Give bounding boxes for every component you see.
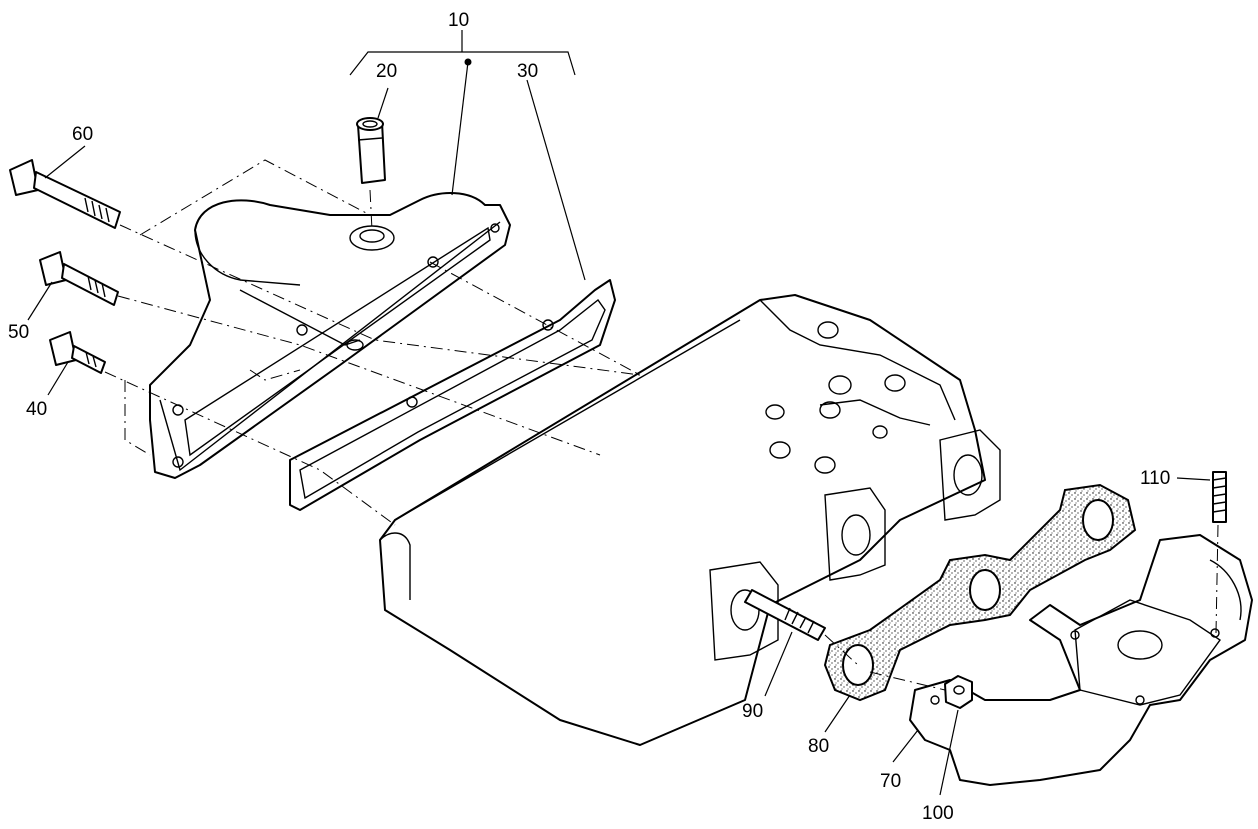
exhaust-manifold [909, 534, 1253, 786]
nut [944, 675, 973, 709]
leader-lines [27, 30, 1211, 796]
callout-90: 90 [742, 701, 763, 722]
thermostat-housing [149, 192, 511, 479]
pipe-fitting [356, 117, 386, 184]
stud [744, 589, 826, 641]
callout-50: 50 [8, 322, 29, 343]
housing-gasket [289, 279, 616, 511]
callouts: 10 20 30 60 50 40 110 90 80 70 100 [8, 10, 1170, 824]
callout-40: 40 [26, 399, 47, 420]
callout-70: 70 [880, 771, 901, 792]
callout-100: 100 [922, 803, 954, 824]
screw-medium [39, 251, 119, 306]
callout-60: 60 [72, 124, 93, 145]
screw-short [49, 331, 106, 374]
callout-80: 80 [808, 736, 829, 757]
stud-short [1212, 471, 1227, 523]
manifold-gasket [823, 483, 1137, 702]
callout-10: 10 [448, 10, 469, 31]
callout-110: 110 [1140, 468, 1170, 489]
callout-30: 30 [517, 61, 538, 82]
cylinder-head [379, 294, 1001, 746]
screw-long [9, 159, 121, 229]
assembly-lines [104, 159, 1219, 691]
callout-20: 20 [376, 61, 397, 82]
